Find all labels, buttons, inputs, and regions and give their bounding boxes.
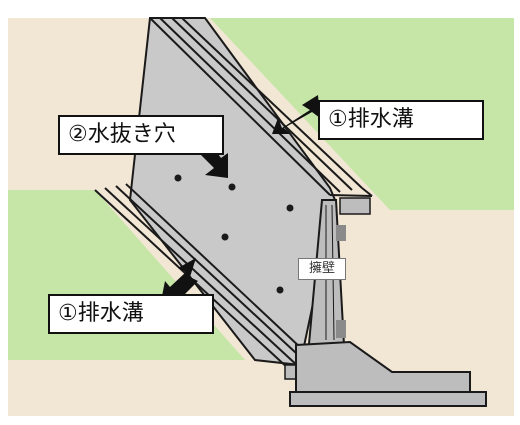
arrow-upper-drain [272, 95, 320, 134]
gravel-backfill [336, 225, 346, 338]
weep-holes [174, 174, 294, 294]
upper-drain-ditch [149, 17, 373, 197]
weep-hole-label: ②水抜き穴 [58, 115, 224, 155]
weep-hole [221, 233, 229, 241]
weep-hole [276, 286, 284, 294]
drain-label-upper: ①排水溝 [318, 100, 484, 140]
drain-label-lower: ①排水溝 [48, 294, 214, 334]
weep-hole [174, 174, 182, 182]
lower-drain-ditch [94, 183, 319, 371]
upper-drain-cap [339, 197, 371, 215]
weep-hole [228, 183, 236, 191]
wall-footing [289, 391, 487, 407]
retaining-wall-label: 擁壁 [298, 258, 346, 280]
weep-hole [286, 204, 294, 212]
